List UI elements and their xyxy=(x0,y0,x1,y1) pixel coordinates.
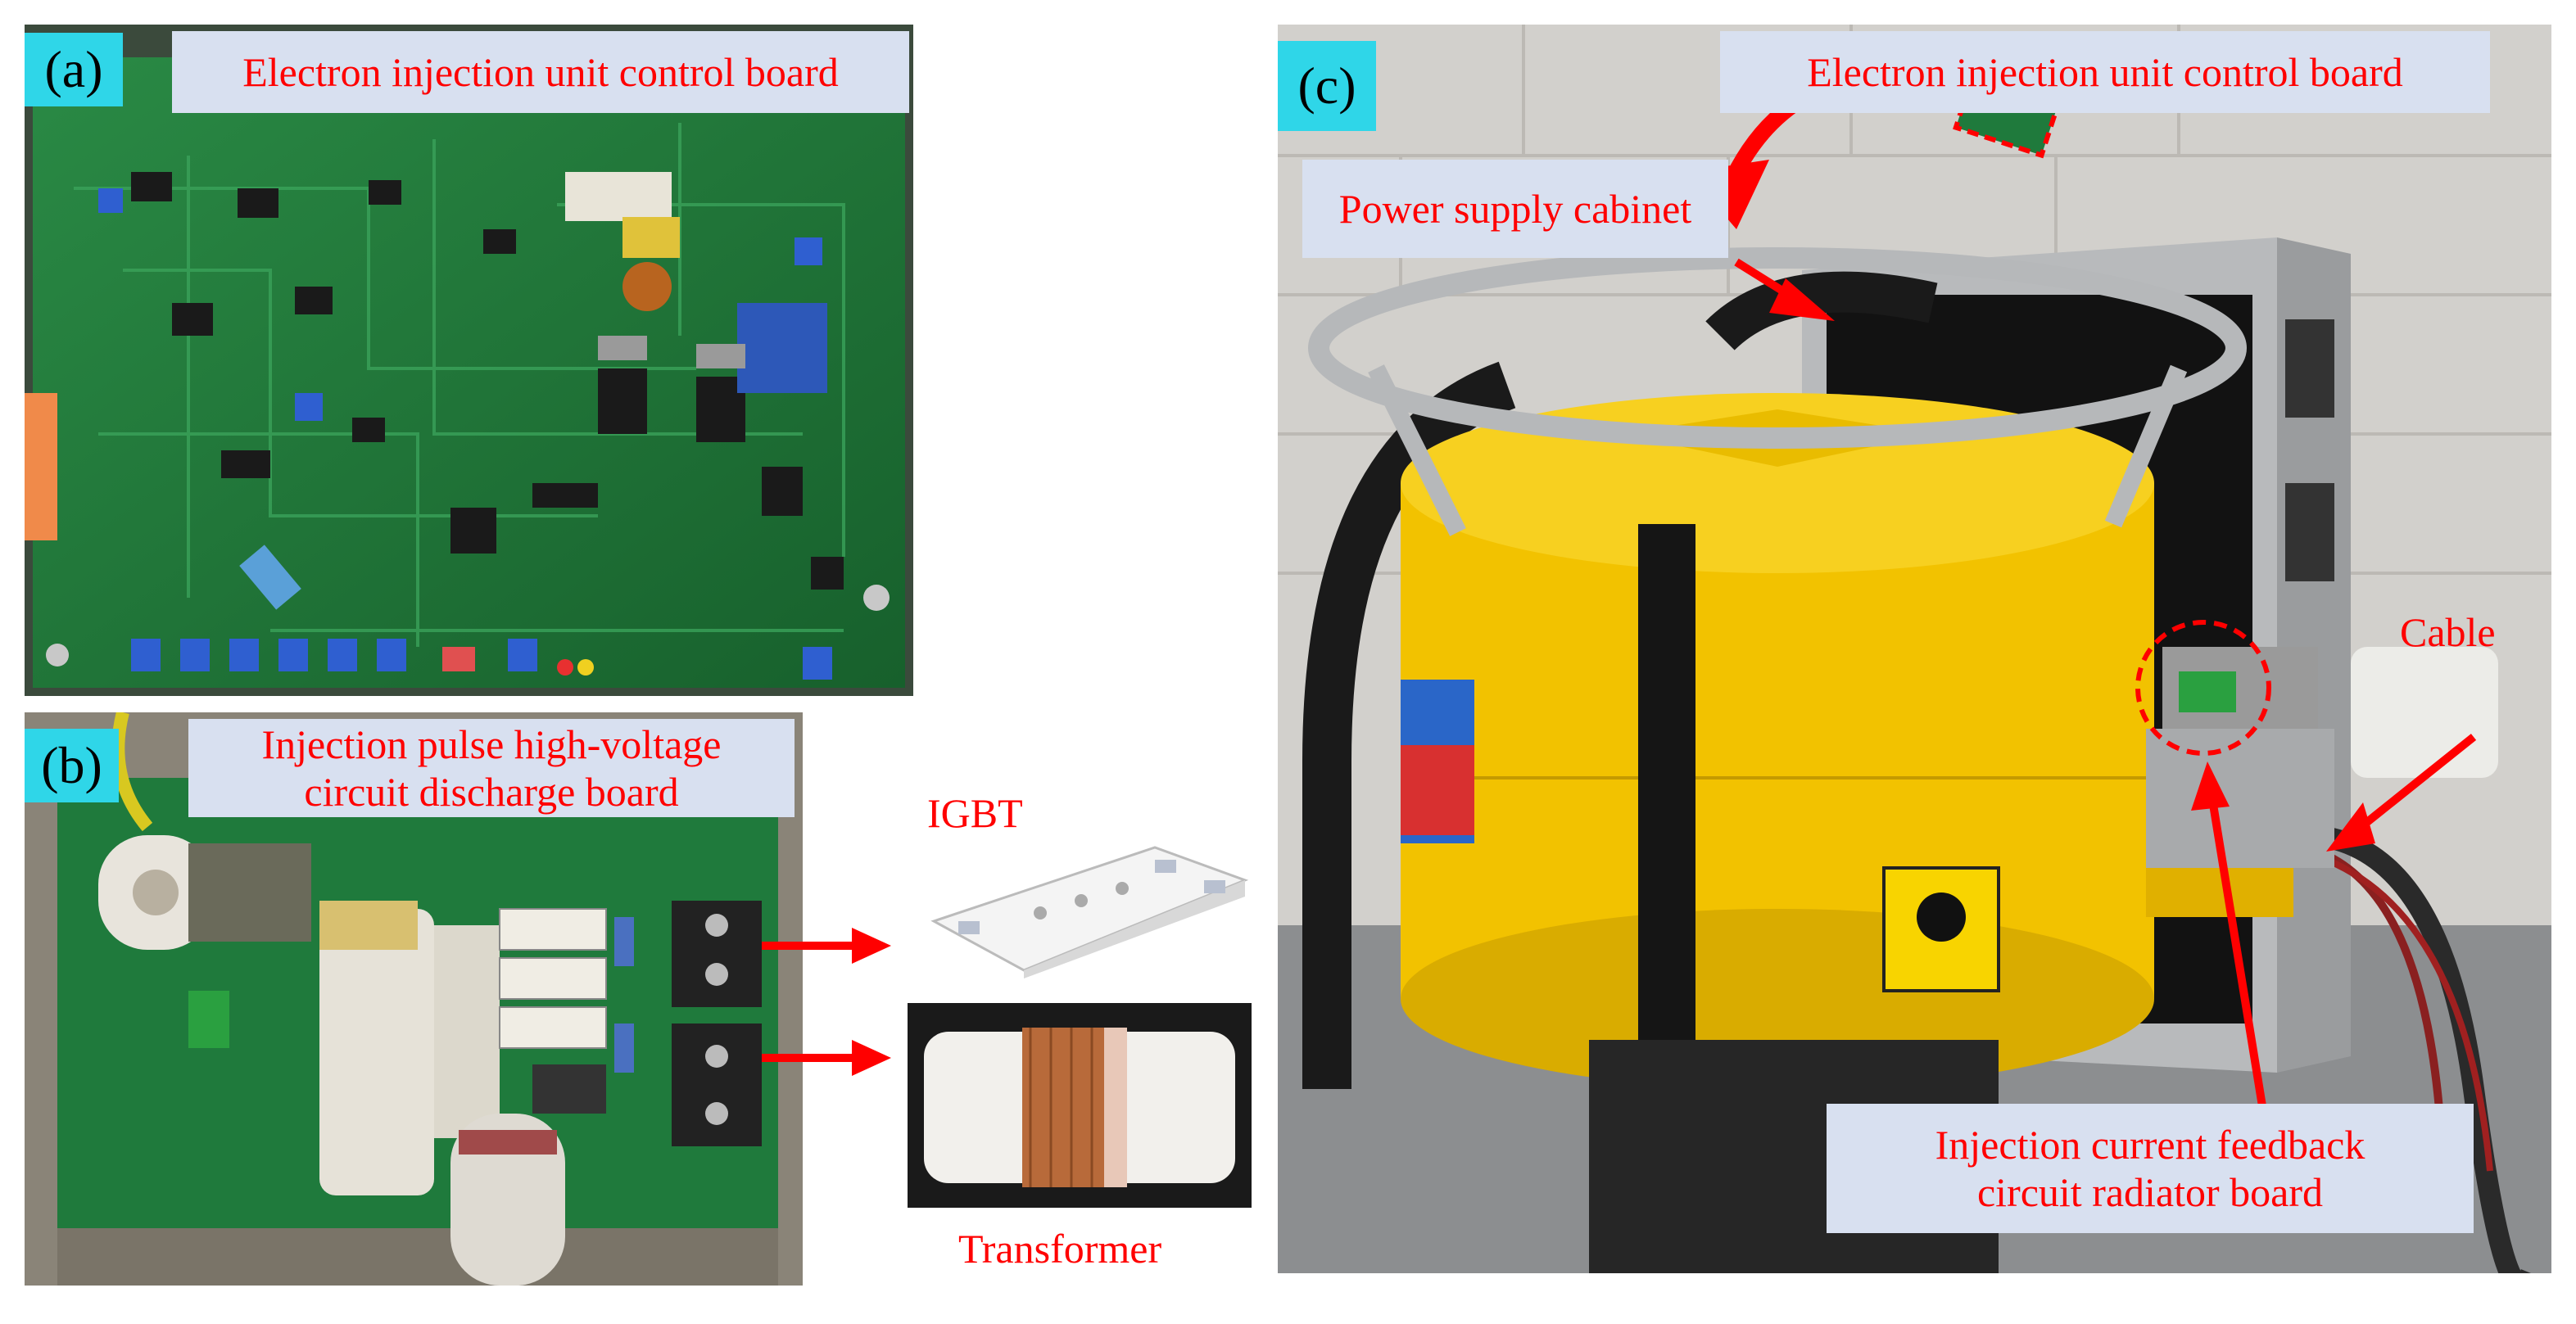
transformer-label: Transformer xyxy=(958,1226,1162,1272)
cable-label: Cable xyxy=(2400,609,2496,655)
panel-b: (b) Injection pulse high-voltage circuit… xyxy=(25,712,803,1286)
igbt-module-icon xyxy=(930,846,1249,978)
panel-a-letter: (a) xyxy=(25,33,123,106)
feedback-board-label-line2: circuit radiator board xyxy=(1976,1169,2324,1215)
cabinet-label: Power supply cabinet xyxy=(1302,160,1728,258)
panel-b-label-line2: circuit discharge board xyxy=(304,769,679,815)
panel-b-letter: (b) xyxy=(25,729,119,802)
panel-b-label-line1: Injection pulse high-voltage xyxy=(261,721,722,767)
panel-c: (c) Electron injection unit control boar… xyxy=(1278,25,2551,1273)
injector-assembly-photo-icon xyxy=(1278,25,2551,1273)
panel-b-label: Injection pulse high-voltage circuit dis… xyxy=(188,719,795,817)
panel-c-letter: (c) xyxy=(1278,41,1376,131)
panel-a: (a) Electron injection unit control boar… xyxy=(25,25,913,696)
igbt-label: IGBT xyxy=(927,790,1023,836)
feedback-board-label: Injection current feedback circuit radia… xyxy=(1827,1104,2474,1233)
panel-a-label: Electron injection unit control board xyxy=(172,31,909,113)
arrow-to-transformer-icon xyxy=(762,1040,891,1076)
transformer-photo-icon xyxy=(908,1003,1252,1208)
control-board-label: Electron injection unit control board xyxy=(1720,31,2490,113)
feedback-board-label-line1: Injection current feedback xyxy=(1935,1122,2365,1168)
pcb-photo-icon xyxy=(25,25,913,696)
arrow-to-igbt-icon xyxy=(762,928,891,964)
